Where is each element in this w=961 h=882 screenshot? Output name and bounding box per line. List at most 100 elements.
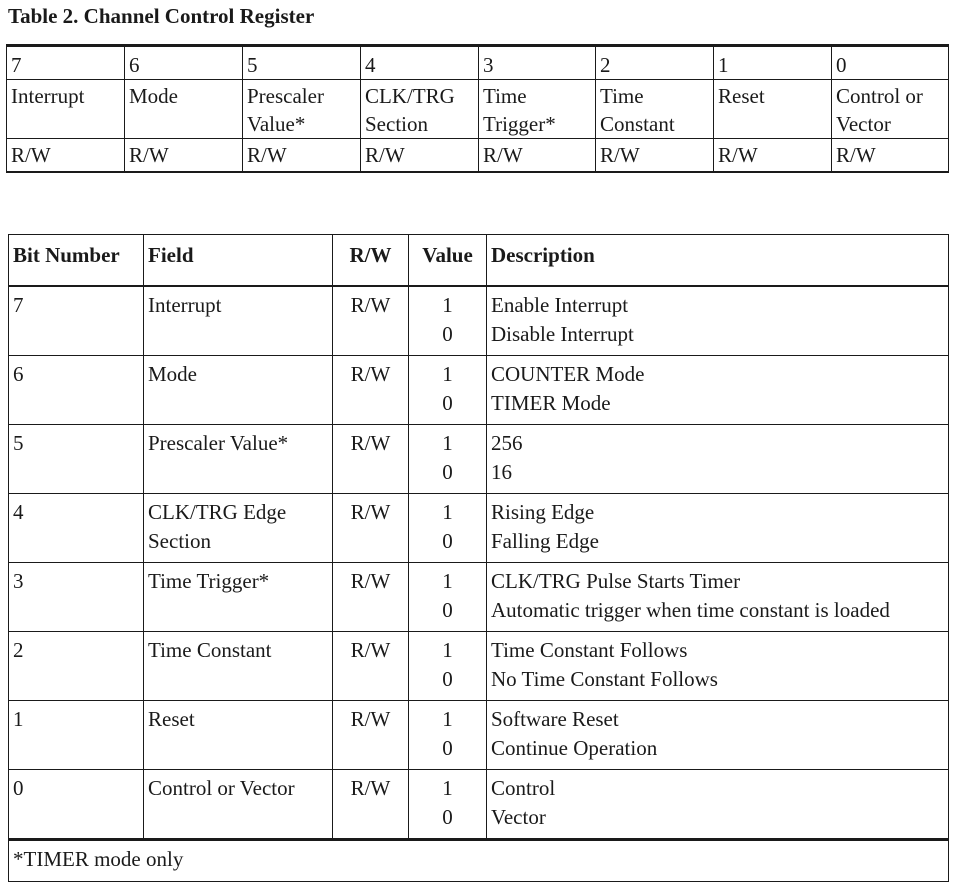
register-field-name: Mode bbox=[124, 79, 243, 139]
cell-value-line: 1 bbox=[442, 638, 453, 662]
column-header-field: Field bbox=[143, 234, 333, 287]
cell-rw: R/W bbox=[332, 631, 409, 701]
register-bit-number: 1 bbox=[713, 45, 832, 80]
register-field-name-line: Trigger* bbox=[483, 112, 556, 136]
cell-description-line: Rising Edge bbox=[491, 500, 595, 524]
cell-description-line: No Time Constant Follows bbox=[491, 667, 718, 691]
cell-field-line: Prescaler Value* bbox=[148, 431, 289, 455]
cell-description-line: CLK/TRG Pulse Starts Timer bbox=[491, 569, 741, 593]
cell-rw: R/W bbox=[332, 493, 409, 563]
register-bit-number: 7 bbox=[6, 45, 125, 80]
cell-value-line: 1 bbox=[442, 776, 453, 800]
footnote: *TIMER mode only bbox=[8, 838, 949, 882]
register-field-name-line: Prescaler bbox=[247, 84, 324, 108]
cell-bit-number: 3 bbox=[8, 562, 144, 632]
cell-value-line: 0 bbox=[442, 529, 453, 553]
cell-description-line: Continue Operation bbox=[491, 736, 658, 760]
register-field-name: Reset bbox=[713, 79, 832, 139]
cell-rw: R/W bbox=[332, 285, 409, 356]
cell-field-line: Mode bbox=[148, 362, 197, 386]
register-field-name-line: Control or bbox=[836, 84, 923, 108]
cell-field-line: CLK/TRG Edge bbox=[148, 500, 287, 524]
bit-description-table: Bit Number Field R/W Value Description 7… bbox=[8, 234, 949, 882]
cell-field: Control or Vector bbox=[143, 769, 333, 840]
cell-field: Time Constant bbox=[143, 631, 333, 701]
cell-field-line: Time Trigger* bbox=[148, 569, 270, 593]
register-field-name-line: Time bbox=[483, 84, 527, 108]
cell-value-line: 0 bbox=[442, 322, 453, 346]
cell-bit-number: 1 bbox=[8, 700, 144, 770]
cell-field: Time Trigger* bbox=[143, 562, 333, 632]
table-title: Table 2. Channel Control Register bbox=[8, 4, 315, 28]
cell-rw: R/W bbox=[332, 769, 409, 840]
cell-rw: R/W bbox=[332, 700, 409, 770]
cell-value-line: 0 bbox=[442, 391, 453, 415]
register-field-name-line: Mode bbox=[129, 84, 178, 108]
cell-value-line: 1 bbox=[442, 431, 453, 455]
column-header-rw: R/W bbox=[332, 234, 409, 287]
register-field-name-line: Constant bbox=[600, 112, 675, 136]
register-access: R/W bbox=[124, 138, 243, 173]
register-field-name: Interrupt bbox=[6, 79, 125, 139]
register-field-name-line: Reset bbox=[718, 84, 765, 108]
cell-bit-number: 5 bbox=[8, 424, 144, 494]
register-access: R/W bbox=[831, 138, 949, 173]
cell-value-line: 1 bbox=[442, 707, 453, 731]
register-access-row: R/W R/W R/W R/W R/W R/W R/W R/W bbox=[6, 138, 949, 173]
register-field-name: Control or Vector bbox=[831, 79, 949, 139]
cell-value-line: 1 bbox=[442, 293, 453, 317]
cell-value-line: 0 bbox=[442, 460, 453, 484]
cell-description-line: Vector bbox=[491, 805, 546, 829]
register-access: R/W bbox=[595, 138, 714, 173]
cell-value-line: 0 bbox=[442, 598, 453, 622]
register-access: R/W bbox=[713, 138, 832, 173]
cell-field-line: Reset bbox=[148, 707, 195, 731]
cell-rw: R/W bbox=[332, 424, 409, 494]
register-bit-number: 3 bbox=[478, 45, 596, 80]
cell-rw: R/W bbox=[332, 562, 409, 632]
column-header-bit-number: Bit Number bbox=[8, 234, 144, 287]
register-bit-number: 6 bbox=[124, 45, 243, 80]
cell-description: Time Constant Follows No Time Constant Fo… bbox=[486, 631, 949, 701]
cell-description-line: Falling Edge bbox=[491, 529, 599, 553]
register-field-name-line: Value* bbox=[247, 112, 306, 136]
register-access: R/W bbox=[478, 138, 596, 173]
cell-field: Mode bbox=[143, 355, 333, 425]
table-header-row: Bit Number Field R/W Value Description bbox=[8, 234, 949, 287]
register-field-name-line: Vector bbox=[836, 112, 891, 136]
cell-description-line: Time Constant Follows bbox=[491, 638, 688, 662]
cell-description-line: COUNTER Mode bbox=[491, 362, 645, 386]
cell-description-line: Enable Interrupt bbox=[491, 293, 629, 317]
cell-description-line: Software Reset bbox=[491, 707, 619, 731]
cell-field: Prescaler Value* bbox=[143, 424, 333, 494]
column-header-value: Value bbox=[408, 234, 487, 287]
register-bit-table: 7 6 5 4 3 2 1 0 Interrupt Mode Prescaler… bbox=[6, 44, 949, 173]
register-field-name-line: Section bbox=[365, 112, 428, 136]
register-bit-number: 4 bbox=[360, 45, 479, 80]
register-bit-number: 2 bbox=[595, 45, 714, 80]
